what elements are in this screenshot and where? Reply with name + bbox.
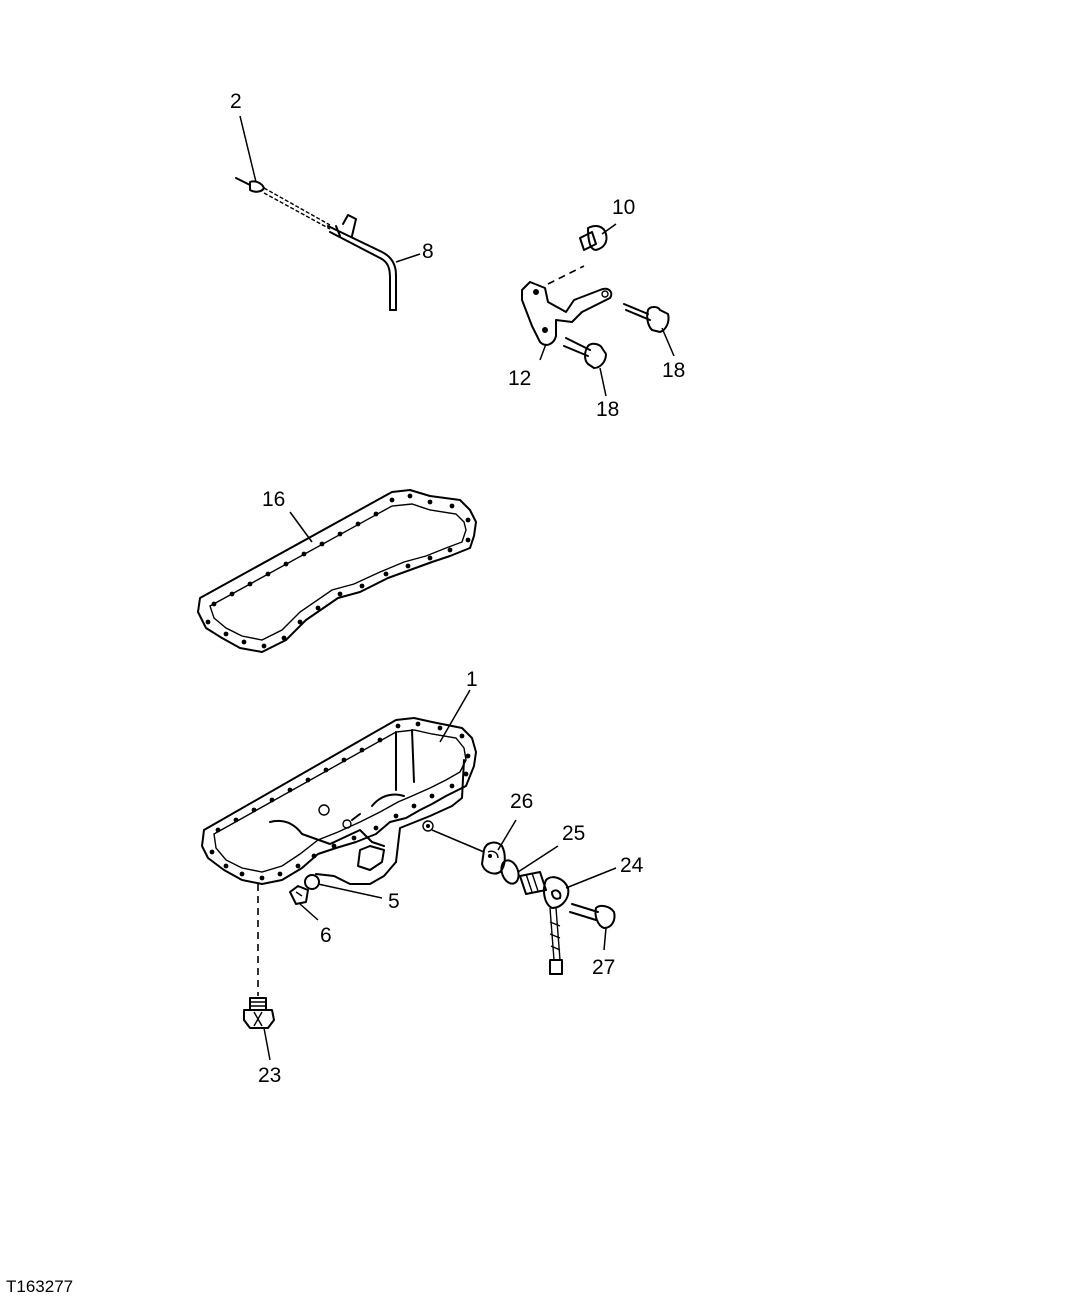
bolt-18-lower bbox=[563, 337, 607, 369]
callout-16: 16 bbox=[262, 488, 285, 511]
oil-pan bbox=[201, 717, 477, 885]
level-sensor-24 bbox=[519, 871, 570, 975]
drain-plug-23 bbox=[243, 997, 275, 1029]
callout-26: 26 bbox=[510, 790, 533, 813]
leader-lines bbox=[239, 115, 675, 1061]
callout-6: 6 bbox=[320, 924, 332, 947]
callout-24: 24 bbox=[620, 854, 644, 877]
figure-reference-code: T163277 bbox=[6, 1277, 73, 1296]
dipstick bbox=[235, 177, 331, 230]
dipstick-tube bbox=[327, 214, 397, 311]
callout-8: 8 bbox=[422, 240, 434, 263]
callout-25: 25 bbox=[562, 822, 585, 845]
o-ring-25 bbox=[500, 859, 520, 885]
tube-bracket bbox=[521, 281, 613, 346]
callout-5: 5 bbox=[388, 890, 400, 913]
callout-18-right: 18 bbox=[662, 359, 685, 382]
callout-18-lower: 18 bbox=[596, 398, 619, 421]
drain-plug-assembly bbox=[289, 874, 320, 905]
callout-10: 10 bbox=[612, 196, 635, 219]
oil-pan-gasket bbox=[197, 489, 477, 653]
callout-23: 23 bbox=[258, 1064, 281, 1087]
callout-2: 2 bbox=[230, 90, 242, 113]
callout-27: 27 bbox=[592, 956, 615, 979]
bolt-10 bbox=[547, 225, 608, 285]
callout-labels: 2 8 10 12 18 18 16 1 26 25 24 5 6 27 23 bbox=[230, 90, 685, 1087]
bolt-27 bbox=[569, 903, 616, 929]
bolt-18-right bbox=[623, 303, 670, 333]
sensor-guide-line bbox=[431, 829, 485, 853]
callout-12: 12 bbox=[508, 367, 531, 390]
callout-1: 1 bbox=[466, 668, 478, 691]
